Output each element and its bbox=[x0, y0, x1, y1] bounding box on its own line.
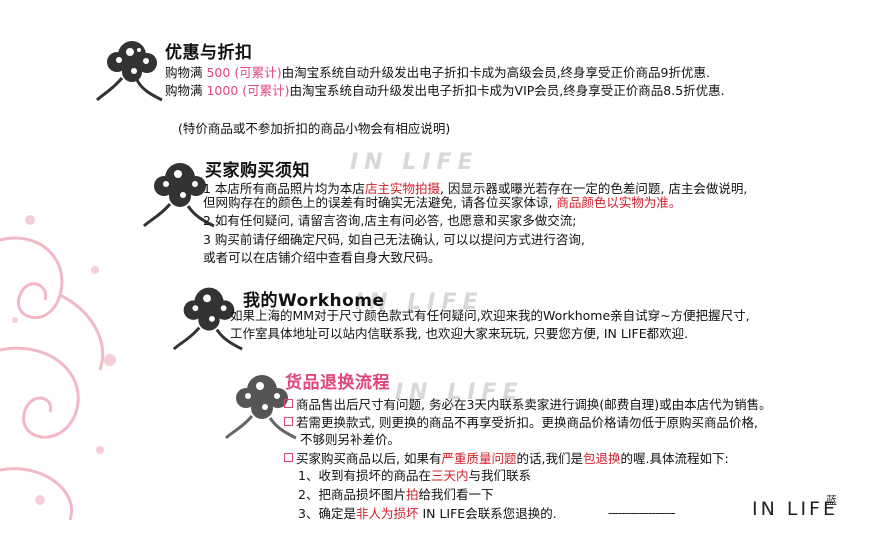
section-title-workhome: 我的Workhome bbox=[243, 291, 385, 311]
returns-item-3: 买家购买商品以后, 如果有严重质量问题的话,我们是包退换的喔.具体流程如下: bbox=[284, 450, 729, 468]
workhome-text-1: 如果上海的MM对于尺寸颜色款式有任何疑问,欢迎来我的Workhome亲自试穿~方… bbox=[230, 308, 750, 323]
section-title-buyer-notice: 买家购买须知 bbox=[205, 161, 310, 181]
notice-item-3: 3 购买前请仔细确定尺码, 如自己无法确认, 可以以提问方式进行咨询, bbox=[203, 232, 585, 247]
notice-item-1-cont: 但网购存在的颜色上的误差有时确实无法避免, 请各位买家体谅, 商品颜色以实物为准… bbox=[203, 195, 682, 210]
signature: IN LIFE bbox=[752, 498, 838, 520]
returns-item-2: 若需更换款式, 则更换的商品不再享受折扣。更换商品价格请勿低于原购买商品价格, bbox=[284, 414, 758, 432]
discount-rule-2: 购物满 1000 (可累计)由淘宝系统自动升级发出电子折扣卡成为VIP会员,终身… bbox=[165, 83, 725, 98]
watermark: IN LIFE bbox=[350, 150, 479, 175]
signature-cn: 蓝 bbox=[826, 494, 837, 507]
discount-rule-1: 购物满 500 (可累计)由淘宝系统自动升级发出电子折扣卡成为高级会员,终身享受… bbox=[165, 65, 710, 80]
workhome-text-2: 工作室具体地址可以站内信联系我, 也欢迎大家来玩玩, 只要您方便, IN LIF… bbox=[230, 326, 689, 341]
returns-step-1: 1、收到有损坏的商品在三天内与我们联系 bbox=[298, 468, 531, 483]
section-title-returns: 货品退换流程 bbox=[285, 373, 390, 393]
notice-item-1: 1 本店所有商品照片均为本店店主实物拍摄, 因显示器或曝光若存在一定的色差问题,… bbox=[203, 181, 748, 196]
notice-item-3-cont: 或者可以在店铺介绍中查看自身大致尺码。 bbox=[203, 250, 441, 265]
watermark: IN LIFE bbox=[395, 380, 524, 405]
footer-divider: -------------------- bbox=[608, 506, 676, 520]
returns-step-2: 2、把商品损坏图片拍给我们看一下 bbox=[298, 487, 494, 502]
returns-step-3: 3、确定是非人为损坏 IN LIFE会联系您退换的. bbox=[298, 506, 557, 521]
checkbox-icon bbox=[284, 399, 293, 408]
section-title-discount: 优惠与折扣 bbox=[165, 43, 253, 63]
checkbox-icon bbox=[284, 453, 293, 462]
flower-bouquet-icon bbox=[95, 41, 163, 102]
flower-bouquet-icon bbox=[172, 287, 243, 351]
floral-decoration bbox=[0, 215, 116, 521]
watermark: IN LIFE bbox=[355, 290, 484, 315]
returns-item-2-cont: 不够则另补差价。 bbox=[300, 432, 401, 447]
flower-bouquet-icon bbox=[142, 163, 215, 228]
flower-bouquet-icon bbox=[224, 375, 297, 440]
notice-item-2: 2 如有任何疑问, 请留言咨询,店主有问必答, 也愿意和买家多做交流; bbox=[203, 213, 577, 228]
returns-item-1: 商品售出后尺寸有问题, 务必在3天内联系卖家进行调换(邮费自理)或由本店代为销售… bbox=[284, 396, 772, 414]
discount-note: (特价商品或不参加折扣的商品小物会有相应说明) bbox=[178, 121, 451, 136]
checkbox-icon bbox=[284, 417, 293, 426]
